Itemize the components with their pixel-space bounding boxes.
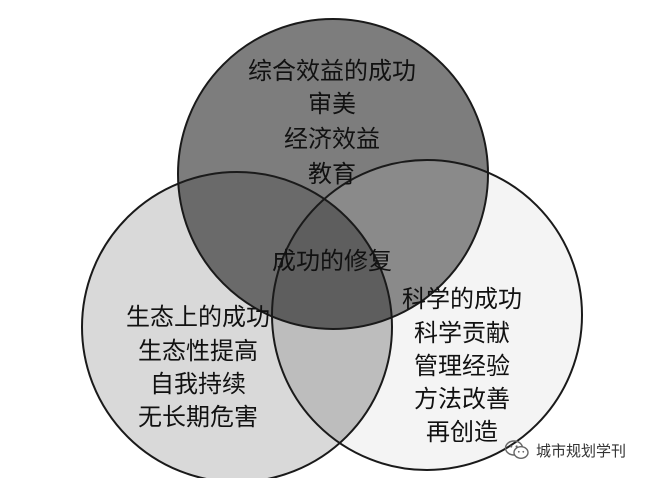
top-circle-line-4: 教育 — [308, 160, 356, 188]
right-circle-line-2: 科学贡献 — [414, 319, 510, 347]
left-circle-line-3: 自我持续 — [150, 370, 246, 398]
overlap-center — [272, 172, 392, 329]
center-label: 成功的修复 — [272, 247, 392, 275]
left-circle-line-1: 生态上的成功 — [126, 303, 270, 331]
top-circle-line-3: 经济效益 — [284, 125, 380, 153]
left-circle-outline — [81, 171, 393, 478]
left-circle-line-2: 生态性提高 — [138, 337, 258, 365]
watermark: 城市规划学刊 — [504, 437, 626, 463]
top-circle-line-1: 综合效益的成功 — [248, 57, 416, 85]
right-circle-line-3: 管理经验 — [414, 352, 510, 380]
right-circle-line-1: 科学的成功 — [402, 285, 522, 313]
left-circle-line-4: 无长期危害 — [138, 403, 258, 431]
top-circle-outline — [177, 18, 489, 330]
right-circle-line-5: 再创造 — [426, 418, 498, 446]
top-circle-text: 综合效益的成功 审美 经济效益 教育 — [248, 57, 416, 188]
watermark-text: 城市规划学刊 — [535, 441, 626, 460]
wechat-icon — [504, 439, 530, 461]
right-circle-text: 科学的成功 科学贡献 管理经验 方法改善 再创造 — [402, 285, 522, 446]
left-circle-text: 生态上的成功 生态性提高 自我持续 无长期危害 — [126, 303, 270, 431]
circle-outlines — [81, 18, 583, 478]
right-circle-outline — [271, 159, 583, 471]
right-circle-line-4: 方法改善 — [414, 385, 510, 413]
top-circle-line-2: 审美 — [308, 90, 356, 118]
